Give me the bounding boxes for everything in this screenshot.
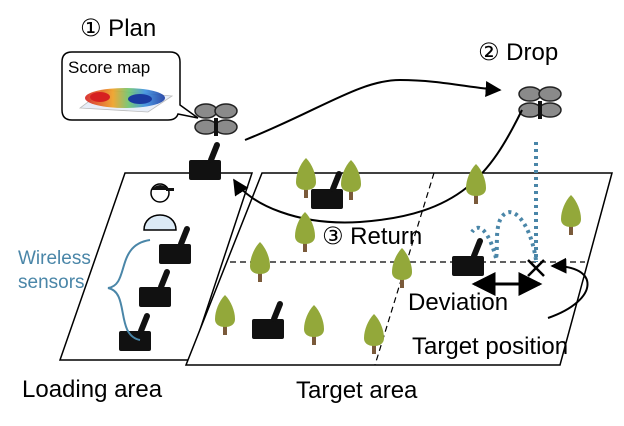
deviation-label: Deviation	[408, 289, 508, 316]
target-area-label: Target area	[296, 377, 418, 404]
sensor-icon	[189, 145, 221, 180]
step-drop-label: ② Drop	[478, 39, 558, 66]
drone-icon	[518, 86, 562, 120]
score-map-label: Score map	[68, 58, 150, 77]
wireless-sensors-label-line1: Wireless	[18, 248, 91, 269]
score-map-callout: Score map	[61, 51, 199, 121]
step-plan-label: ① Plan	[80, 15, 156, 42]
score-map-plot	[78, 88, 174, 113]
person-icon	[143, 183, 177, 231]
target-position-label: Target position	[412, 333, 568, 360]
wireless-sensors-label-line2: sensors	[18, 272, 85, 293]
flight-path-arrow	[244, 78, 502, 141]
wireless-sensors-brace	[107, 239, 151, 341]
target-position-pointer	[547, 257, 589, 319]
step-return-label: ③ Return	[322, 223, 422, 250]
return-path-arrow	[233, 109, 523, 224]
bounce-path	[470, 210, 538, 261]
drone-icon	[194, 103, 238, 137]
loading-area-label: Loading area	[22, 376, 163, 403]
